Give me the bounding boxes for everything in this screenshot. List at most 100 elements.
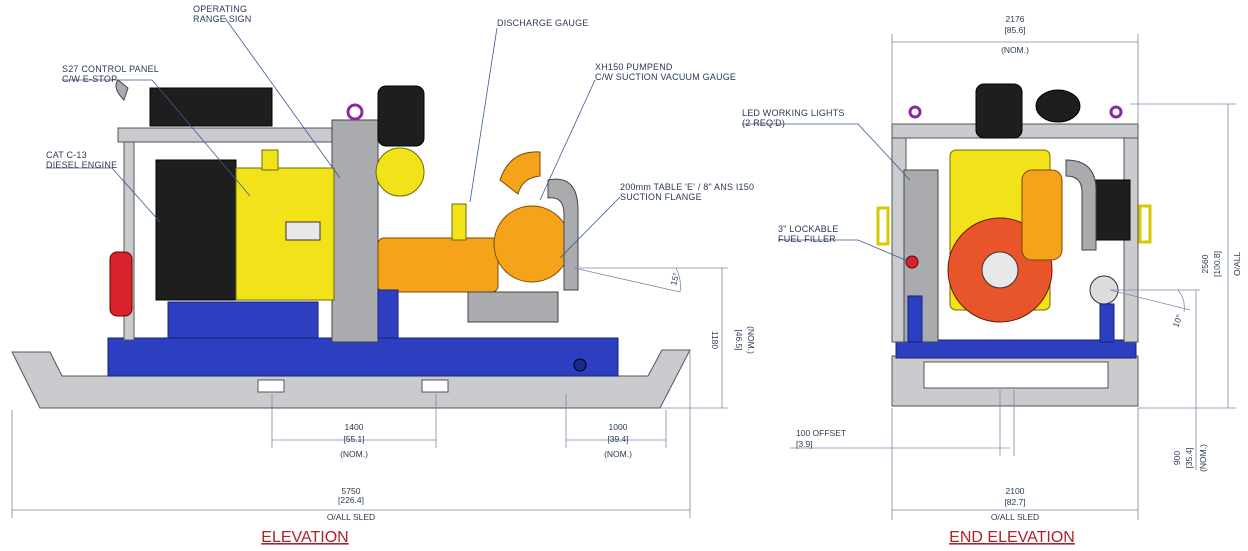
fuel-tank-step [167,301,319,339]
svg-text:2176: 2176 [1006,14,1025,24]
radiator [155,159,237,301]
svg-text:(NOM.): (NOM.) [340,449,368,459]
coupling-housing [377,237,499,293]
side-callouts: OPERATING RANGE SIGN DISCHARGE GAUGE S27… [46,4,754,202]
svg-text:DIESEL ENGINE: DIESEL ENGINE [46,160,117,170]
dim-end-sled-width: 2100 [1006,486,1025,496]
dim-offset-imperial: [39.4] [607,434,628,444]
svg-text:DISCHARGE GAUGE: DISCHARGE GAUGE [497,18,589,28]
dim-offset-note: (NOM.) [604,449,632,459]
svg-text:100 OFFSET: 100 OFFSET [796,428,846,438]
callout-pumpend: XH150 PUMPEND [595,62,673,72]
svg-text:S27 CONTROL PANEL: S27 CONTROL PANEL [62,64,159,74]
end-lift-eye-right [1109,105,1123,119]
engine-display [285,221,321,241]
dim-overall-height-note: O/ALL [1232,252,1242,276]
svg-text:O/ALL SLED: O/ALL SLED [327,512,375,522]
dim-frame-width-note: (NOM.) [1001,45,1029,55]
exhaust-silencer [149,87,273,127]
end-tank [895,339,1137,359]
svg-text:1000: 1000 [609,422,628,432]
svg-text:XH150 PUMPEND: XH150 PUMPEND [595,62,673,72]
end-pump-flange [981,251,1019,289]
intake-dome [375,147,425,197]
dim-overall-height-imperial: [100.8] [1212,251,1222,277]
svg-text:10°: 10° [1170,313,1184,329]
svg-text:[82.7]: [82.7] [1004,497,1025,507]
callout-control-panel-2: C/W E-STOP [62,74,117,84]
callout-engine: CAT C-13 [46,150,87,160]
svg-text:O/ALL SLED: O/ALL SLED [991,512,1039,522]
end-leaders [742,123,911,263]
end-exhaust [1035,89,1081,123]
end-air-intake [975,83,1023,139]
dim-pump-height-imperial: [35.4] [1184,447,1194,468]
dim-pump-height-note: (NOM.) [1198,444,1208,472]
svg-text:(NOM.): (NOM.) [746,326,756,354]
fire-extinguisher [109,251,133,317]
end-elevation [876,83,1152,407]
end-callouts: LED WORKING LIGHTS (2 REQ'D) 3" LOCKABLE… [742,108,845,244]
callout-led-lights: LED WORKING LIGHTS [742,108,845,118]
svg-text:RANGE SIGN: RANGE SIGN [193,14,252,24]
end-fuel-filler [905,255,919,269]
end-handle-left [876,206,890,246]
end-sled-slot [923,361,1109,389]
dim-centres-note: (NOM.) [340,449,368,459]
callout-led-lights-2: (2 REQ'D) [742,118,785,128]
end-radiator [1089,179,1131,241]
dim-end-sled-width-note: O/ALL SLED [991,512,1039,522]
engine-filler-cap [261,149,279,171]
callout-discharge-gauge: DISCHARGE GAUGE [497,18,589,28]
svg-text:200mm TABLE 'E' / 8" ANS I150: 200mm TABLE 'E' / 8" ANS I150 [620,182,754,192]
end-discharge [1021,169,1063,261]
dim-frame-width-imperial: [85.6] [1004,25,1025,35]
discharge-gauge-post [451,203,467,241]
fuel-tank-drain [573,358,587,372]
svg-text:[3.9]: [3.9] [796,439,813,449]
svg-text:2560: 2560 [1200,254,1210,273]
svg-text:(NOM.): (NOM.) [1001,45,1029,55]
dim-sled-length-imperial: [226.4] [338,495,364,505]
svg-text:[46.5]: [46.5] [734,329,744,350]
svg-text:2100: 2100 [1006,486,1025,496]
svg-text:[39.4]: [39.4] [607,434,628,444]
dim-frame-width: 2176 [1006,14,1025,24]
dim-suction-height: 1180 [710,331,720,350]
dim-suction-height-imperial: [46.5] [734,329,744,350]
dim-pump-height: 900 [1172,451,1182,465]
callout-pumpend-2: C/W SUCTION VACUUM GAUGE [595,72,736,82]
dim-overall-height: 2560 [1200,254,1210,273]
svg-text:(NOM.): (NOM.) [604,449,632,459]
dim-suction-height-note: (NOM.) [746,326,756,354]
svg-text:C/W E-STOP: C/W E-STOP [62,74,117,84]
dim-side-angle: 15° [668,272,681,287]
dim-end-angle: 10° [1170,313,1184,329]
svg-text:(NOM.): (NOM.) [1198,444,1208,472]
svg-text:3" LOCKABLE: 3" LOCKABLE [778,224,838,234]
exhaust-pipe [115,79,129,101]
svg-text:[35.4]: [35.4] [1184,447,1194,468]
svg-text:[85.6]: [85.6] [1004,25,1025,35]
svg-text:ELEVATION: ELEVATION [261,529,348,546]
fuel-tank-base [107,337,619,377]
dim-sled-length: 5750 [342,486,361,496]
svg-text:15°: 15° [668,272,681,287]
side-dimensions: 5750 [226.4] O/ALL SLED 1400 [55.1] (NOM… [11,267,756,522]
dim-sled-length-note: O/ALL SLED [327,512,375,522]
svg-text:O/ALL: O/ALL [1232,252,1242,276]
pump-volute [493,205,571,283]
callout-fuel-filler: 3" LOCKABLE [778,224,838,234]
svg-text:CAT C-13: CAT C-13 [46,150,87,160]
dim-pump-offset: 100 OFFSET [796,428,846,438]
svg-text:[226.4]: [226.4] [338,495,364,505]
svg-text:C/W SUCTION VACUUM GAUGE: C/W SUCTION VACUUM GAUGE [595,72,736,82]
end-lift-eye-left [908,105,922,119]
dim-offset: 1000 [609,422,628,432]
callout-suction-flange-2: SUCTION FLANGE [620,192,702,202]
end-suction-pipe [1065,159,1097,251]
dim-centres: 1400 [345,422,364,432]
svg-text:1180: 1180 [710,331,720,350]
end-dimensions: 2176 [85.6] (NOM.) 100 OFFSET [3.9] 2100… [790,14,1242,522]
